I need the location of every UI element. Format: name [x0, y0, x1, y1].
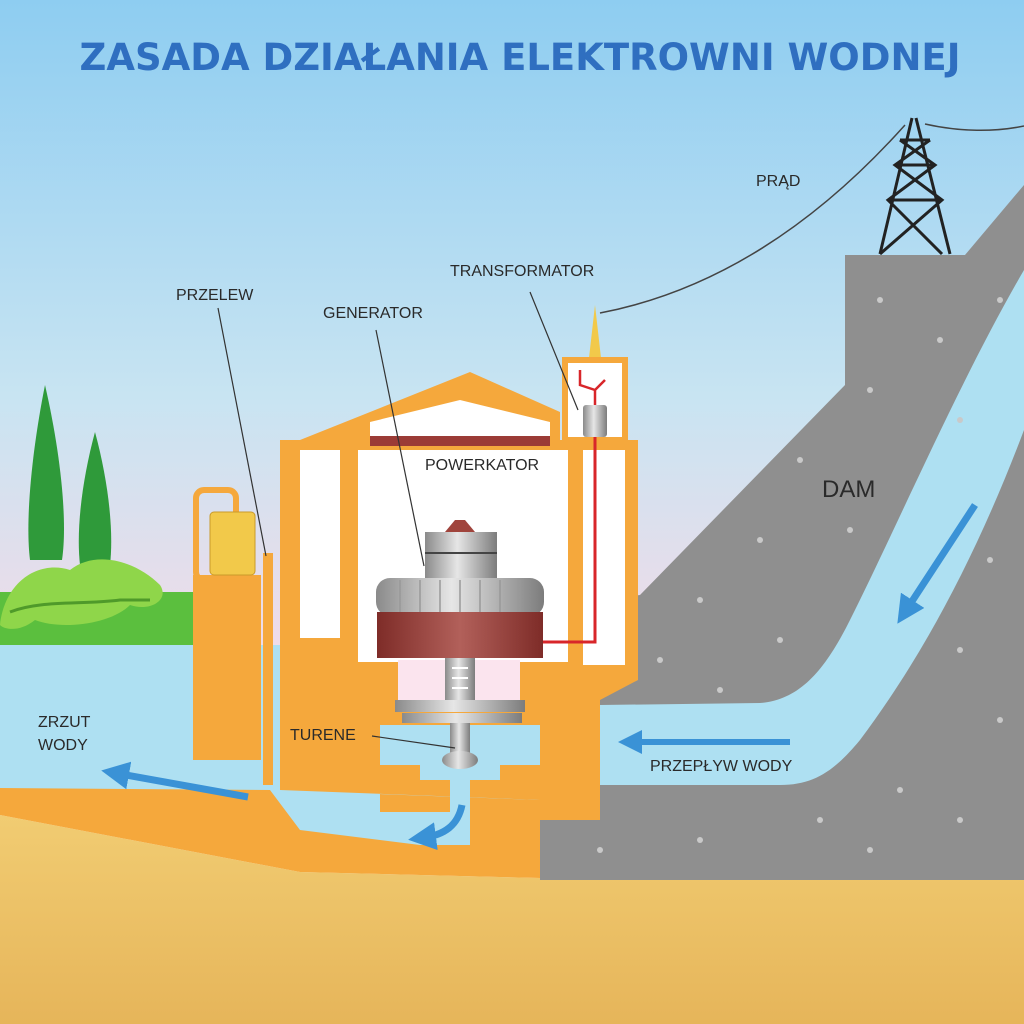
- transformer-label: TRANSFORMATOR: [450, 263, 594, 280]
- spillway-cylinder: [209, 511, 256, 576]
- tree-icon: [28, 385, 65, 560]
- leader-line: [217, 307, 267, 557]
- power-line: [924, 123, 1024, 132]
- flow-arrow: [101, 761, 249, 801]
- power-line: [599, 124, 906, 314]
- spillway-structure: [193, 575, 261, 760]
- water-flow-label: PRZEPŁYW WODY: [650, 758, 793, 775]
- tailrace-floor: [0, 788, 540, 878]
- flow-arrow: [897, 503, 978, 624]
- flow-arrow: [408, 804, 466, 851]
- transformer-icon: [583, 405, 607, 437]
- transmission-tower-icon: [878, 117, 952, 256]
- spillway-label: PRZELEW: [176, 287, 254, 304]
- crane-beam: [370, 436, 550, 446]
- discharge-label: ZRZUT: [38, 714, 91, 731]
- page-title: ZASADA DZIAŁANIA ELEKTROWNI WODNEJ: [80, 36, 961, 79]
- generator-label: GENERATOR: [323, 305, 423, 322]
- window-right: [583, 450, 625, 665]
- leader-line: [375, 329, 425, 567]
- tree-icon: [78, 432, 112, 565]
- generator-icon: [376, 520, 544, 723]
- roof-window: [370, 400, 550, 440]
- bush: [0, 559, 163, 629]
- turbine-icon: [442, 751, 478, 769]
- penstock-channel: [600, 270, 1024, 785]
- red-cable: [540, 437, 597, 644]
- leader-line: [529, 291, 579, 411]
- turbine-shaft: [450, 723, 470, 753]
- transformer-spike: [589, 305, 601, 358]
- current-label: PRĄD: [756, 173, 800, 190]
- spillway-pole: [263, 553, 273, 785]
- leader-line: [371, 735, 456, 749]
- dam-dots: [597, 297, 1003, 853]
- turbine-label: TURENE: [290, 727, 356, 744]
- bush-shade: [9, 598, 150, 614]
- discharge-label: WODY: [38, 737, 88, 754]
- powerhouse-label: POWERKATOR: [425, 457, 539, 474]
- window-left: [300, 450, 340, 638]
- dam-label: DAM: [822, 476, 875, 503]
- wire: [578, 370, 606, 405]
